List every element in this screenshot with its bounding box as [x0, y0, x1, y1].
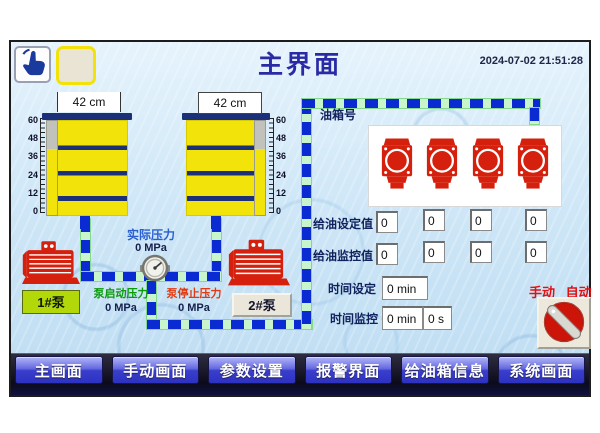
oil-monitor-value-1 — [376, 243, 398, 265]
oil-set-value-2[interactable] — [423, 209, 445, 231]
tank2-scale: 60 48 36 24 12 0 — [276, 115, 291, 216]
pump2-motor-icon — [228, 238, 290, 293]
time-monitor-seconds — [423, 306, 452, 330]
tank2-level-display: 42 cm — [198, 92, 262, 114]
pipe-bottom-horizontal — [146, 319, 313, 330]
bottom-navigation: 主画面 手动画面 参数设置 报警界面 给油箱信息 系统画面 — [11, 353, 589, 395]
pump-stop-pressure-label: 泵停止压力 — [166, 288, 222, 300]
nav-alarm-screen[interactable]: 报警界面 — [304, 356, 392, 384]
rotary-switch-icon — [540, 299, 588, 348]
pump1-button[interactable]: 1#泵 — [22, 290, 80, 314]
tank2-scale-36: 36 — [276, 151, 287, 162]
pipe-stub-tank1 — [80, 214, 90, 229]
pump2-button[interactable]: 2#泵 — [232, 293, 292, 317]
pressure-gauge-icon — [140, 253, 170, 288]
oil-monitor-value-4 — [525, 241, 547, 263]
tank2 — [186, 120, 266, 216]
oil-monitor-value-3 — [470, 241, 492, 263]
blank-indicator-button[interactable] — [56, 46, 96, 85]
tank2-lid — [182, 113, 270, 120]
oil-pump3-icon — [471, 138, 505, 195]
pipe-stub-tank2 — [211, 214, 221, 229]
tank1-level-display: 42 cm — [57, 92, 121, 112]
tank1-scale: 60 48 36 24 12 0 — [23, 115, 38, 216]
nav-main-screen[interactable]: 主画面 — [15, 356, 103, 384]
pump-start-pressure-value: 0 MPa — [105, 302, 137, 314]
oil-tank-number-label: 油箱号 — [320, 108, 357, 122]
nav-manual-screen[interactable]: 手动画面 — [111, 356, 199, 384]
oil-set-label: 给油设定值 — [313, 217, 374, 231]
tank1-level-bar — [46, 120, 58, 216]
tank1-scale-ticks — [40, 118, 45, 213]
tank1-scale-36: 36 — [27, 151, 38, 162]
mode-labels: 手动 自动 — [529, 282, 592, 301]
pump-start-pressure-label: 泵启动压力 — [93, 288, 149, 300]
tank2-level-bar — [254, 120, 266, 216]
nav-parameter-settings[interactable]: 参数设置 — [208, 356, 296, 384]
time-monitor-minutes — [382, 306, 423, 330]
tank1-scale-60: 60 — [27, 115, 38, 125]
pump-stop-pressure-value: 0 MPa — [178, 302, 210, 314]
hmi-screen: 主界面 2024-07-02 21:51:28 60 48 36 24 12 0… — [9, 40, 592, 397]
tank1-scale-0: 0 — [32, 205, 38, 216]
tank2-scale-60: 60 — [276, 115, 287, 125]
datetime-display: 2024-07-02 21:51:28 — [479, 55, 583, 67]
tank2-scale-0: 0 — [276, 205, 282, 216]
oil-pump2-icon — [425, 138, 459, 195]
pipe-right-stub — [529, 107, 540, 125]
touch-mode-button[interactable] — [14, 46, 51, 83]
time-monitor-label: 时间监控 — [330, 312, 379, 326]
oil-monitor-label: 给油监控值 — [313, 249, 374, 263]
tank2-scale-ticks — [269, 118, 274, 213]
tank1-scale-12: 12 — [27, 187, 38, 198]
pipe-right-riser — [301, 100, 312, 330]
tank1 — [46, 120, 128, 216]
tank1-scale-48: 48 — [27, 133, 38, 144]
time-set-value[interactable] — [382, 276, 428, 300]
oil-set-value-3[interactable] — [470, 209, 492, 231]
oil-set-value-1[interactable] — [376, 211, 398, 233]
mode-selector-switch[interactable] — [537, 297, 591, 349]
oil-pump1-icon — [380, 138, 414, 195]
touch-hand-icon — [19, 48, 47, 81]
tank1-lid — [42, 113, 132, 120]
tank2-scale-24: 24 — [276, 169, 287, 180]
nav-oil-tank-info[interactable]: 给油箱信息 — [401, 356, 489, 384]
manual-mode-label: 手动 — [529, 285, 556, 300]
nav-system-screen[interactable]: 系统画面 — [497, 356, 585, 384]
oil-pump4-icon — [516, 138, 550, 195]
oil-monitor-value-2 — [423, 241, 445, 263]
page-title: 主界面 — [257, 51, 342, 79]
oil-set-value-4[interactable] — [525, 209, 547, 231]
pipe-top-horizontal — [301, 98, 541, 109]
actual-pressure-value: 0 MPa — [135, 242, 167, 254]
tank2-scale-12: 12 — [276, 187, 287, 198]
tank2-scale-48: 48 — [276, 133, 287, 144]
auto-mode-label: 自动 — [565, 285, 592, 300]
time-set-label: 时间设定 — [328, 282, 377, 296]
actual-pressure-label: 实际压力 — [126, 228, 175, 242]
tank1-scale-24: 24 — [27, 169, 38, 180]
oil-pump-status-box — [368, 125, 562, 207]
pump1-motor-icon — [22, 240, 80, 291]
